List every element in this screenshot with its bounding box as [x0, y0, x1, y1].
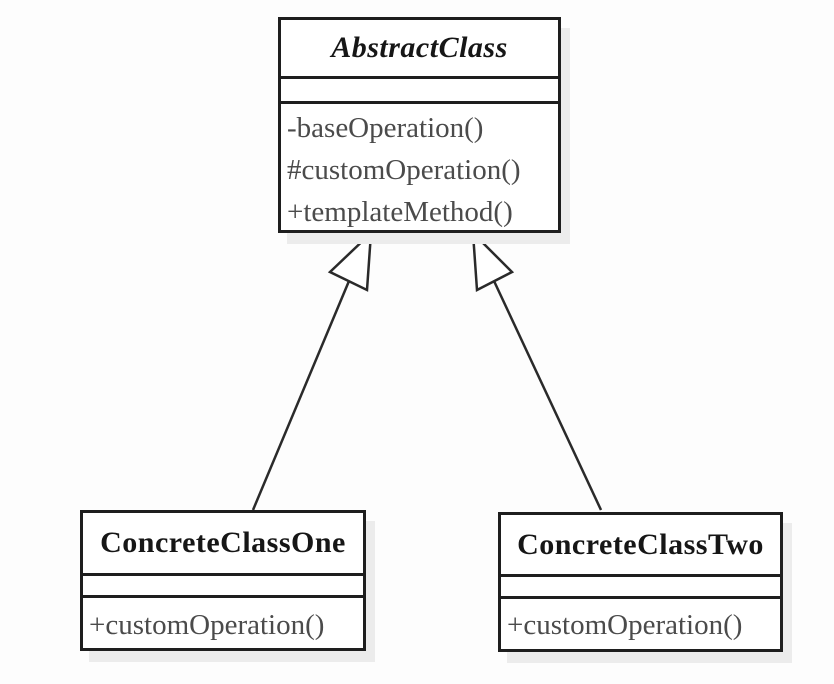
class-box-concreteclassone: ConcreteClassOne +customOperation() [80, 510, 366, 651]
generalization-line-one [251, 280, 351, 511]
method-item: +templateMethod() [287, 196, 513, 228]
generalization-edge-two [471, 229, 603, 511]
methods-compartment: +customOperation() [83, 598, 363, 649]
methods-compartment: -baseOperation() #customOperation() +tem… [281, 104, 558, 233]
generalization-edge-one [251, 229, 373, 511]
method-item: -baseOperation() [287, 112, 484, 144]
hollow-triangle-icon [327, 229, 373, 292]
attributes-compartment [501, 577, 780, 599]
methods-compartment: +customOperation() [501, 599, 780, 649]
attributes-compartment [281, 79, 558, 104]
hollow-triangle-icon [471, 229, 515, 292]
attributes-compartment [83, 576, 363, 598]
method-item: +customOperation() [89, 609, 325, 641]
class-name-abstractclass: AbstractClass [281, 20, 558, 79]
class-box-concreteclasstwo: ConcreteClassTwo +customOperation() [498, 512, 783, 652]
class-box-abstractclass: AbstractClass -baseOperation() #customOp… [278, 17, 561, 233]
class-name-concreteclasstwo: ConcreteClassTwo [501, 515, 780, 577]
method-item: +customOperation() [507, 609, 743, 641]
method-item: #customOperation() [287, 154, 521, 186]
generalization-line-two [492, 280, 603, 511]
class-name-concreteclassone: ConcreteClassOne [83, 513, 363, 576]
